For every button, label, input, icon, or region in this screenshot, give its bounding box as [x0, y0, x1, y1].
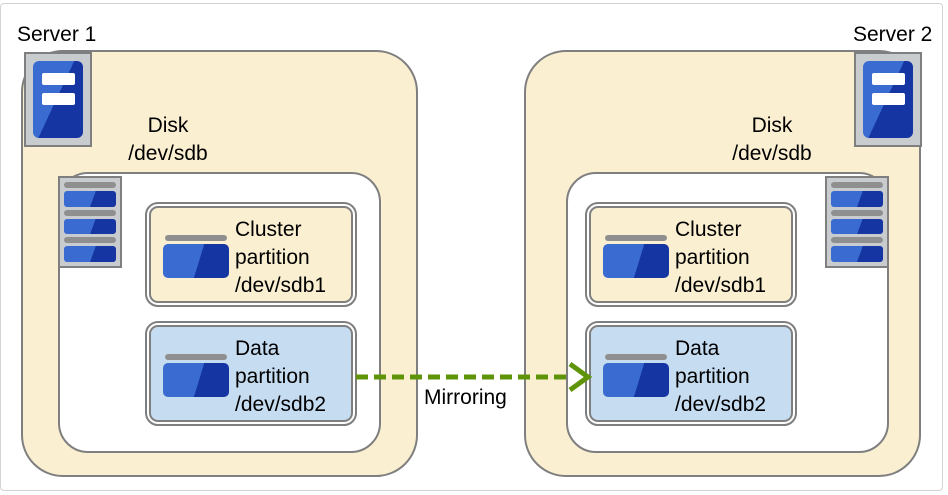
- disk-bar: [64, 190, 116, 207]
- data-partition-box: Data partition /dev/sdb2: [585, 321, 797, 426]
- cluster-partition-box: Cluster partition /dev/sdb1: [145, 202, 357, 307]
- disk-bar: [64, 218, 116, 235]
- mirroring-arrow-head: [568, 361, 593, 393]
- disk-bar: [64, 182, 116, 188]
- disk-stack-icon: [825, 176, 889, 268]
- partition-icon: [603, 235, 669, 278]
- partition-icon: [603, 354, 669, 397]
- data-partition-inner: Data partition /dev/sdb2: [149, 325, 353, 422]
- partition-icon: [163, 354, 229, 397]
- data-partition-label: Data partition /dev/sdb2: [235, 337, 327, 416]
- server-1-label: Server 1: [17, 23, 97, 46]
- server-tower-shape: [863, 61, 913, 138]
- mirroring-arrow: [356, 361, 593, 393]
- disk-bar: [831, 218, 883, 235]
- cluster-partition-label: Cluster partition /dev/sdb1: [675, 218, 767, 297]
- disk-bar: [831, 246, 883, 262]
- disk-bar: [831, 237, 883, 244]
- disk-bar: [64, 246, 116, 262]
- data-partition-box: Data partition /dev/sdb2: [145, 321, 357, 426]
- disk-bar: [831, 190, 883, 207]
- cluster-partition-label: Cluster partition /dev/sdb1: [235, 218, 327, 297]
- disk-device: /dev/sdb: [732, 142, 812, 165]
- server-icon: [854, 52, 922, 147]
- server-tower-shape: [33, 61, 83, 138]
- partition-icon: [163, 235, 229, 278]
- disk-label: Disk /dev/sdb: [702, 112, 842, 168]
- server-slot-bar: [42, 73, 75, 85]
- cluster-partition-inner: Cluster partition /dev/sdb1: [589, 206, 793, 303]
- disk-title: Disk: [147, 114, 189, 137]
- cluster-partition-inner: Cluster partition /dev/sdb1: [149, 206, 353, 303]
- disk-label: Disk /dev/sdb: [98, 112, 238, 168]
- disk-bar: [831, 209, 883, 216]
- server-slot-bar: [872, 93, 905, 105]
- cluster-partition-box: Cluster partition /dev/sdb1: [585, 202, 797, 307]
- disk-device: /dev/sdb: [128, 142, 208, 165]
- data-partition-label: Data partition /dev/sdb2: [675, 337, 767, 416]
- server-slot-bar: [872, 73, 905, 85]
- disk-bar: [64, 237, 116, 244]
- disk-bar: [64, 209, 116, 216]
- server-slot-bar: [42, 93, 75, 105]
- data-partition-inner: Data partition /dev/sdb2: [589, 325, 793, 422]
- diagram-frame: [0, 3, 943, 491]
- disk-title: Disk: [751, 114, 793, 137]
- server-2-label: Server 2: [853, 23, 933, 46]
- mirroring-label: Mirroring: [424, 386, 507, 409]
- disk-stack-icon: [58, 176, 122, 268]
- server-icon: [24, 52, 92, 147]
- disk-bar: [831, 182, 883, 188]
